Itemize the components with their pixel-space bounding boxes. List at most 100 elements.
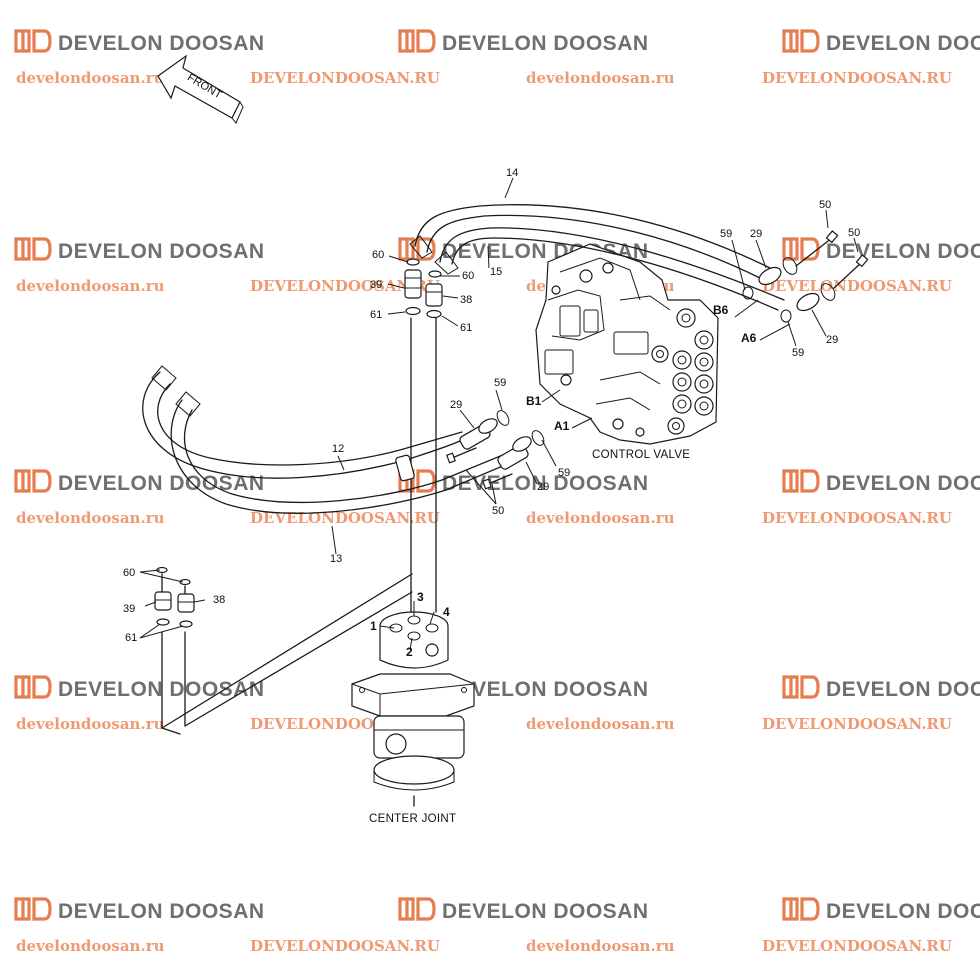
label-50-top: 50 xyxy=(819,199,831,211)
watermark-logo: DEVELON DOOSAN xyxy=(782,675,980,701)
port-label-3: 3 xyxy=(417,590,424,604)
flange-clamp-b6 xyxy=(742,257,798,300)
watermark-brand: DEVELON DOOSAN xyxy=(442,32,649,55)
label-13: 13 xyxy=(330,553,342,565)
watermark-brand: DEVELON DOOSAN xyxy=(826,472,980,495)
label-29-a1: 29 xyxy=(537,481,549,493)
watermark-brand: DEVELON DOOSAN xyxy=(58,472,265,495)
watermark-brand: DEVELON DOOSAN xyxy=(826,900,980,923)
port-label-b1: B1 xyxy=(526,394,542,408)
watermark-brand: DEVELON DOOSAN xyxy=(442,678,649,701)
watermark-logo: DEVELON DOOSAN xyxy=(398,469,648,495)
label-60-upper-left: 60 xyxy=(372,249,384,261)
port-label-b6: B6 xyxy=(713,303,729,317)
hose-12 xyxy=(142,365,463,482)
fitting-group-left xyxy=(154,566,195,628)
watermark-url: develondoosan.ru xyxy=(526,69,675,87)
watermark-url: DEVELONDOOSAN.RU xyxy=(762,715,952,733)
label-61-upper-right: 61 xyxy=(460,322,472,334)
watermark-logo: DEVELON DOOSAN xyxy=(14,469,265,495)
label-15: 15 xyxy=(490,266,502,278)
port-label-a1: A1 xyxy=(554,419,570,433)
watermark-logo: DEVELON DOOSAN xyxy=(14,675,265,701)
watermark-brand: DEVELON DOOSAN xyxy=(442,900,649,923)
watermark-url: develondoosan.ru xyxy=(16,277,165,295)
label-50-lower: 50 xyxy=(492,505,504,517)
label-29-b6: 29 xyxy=(750,228,762,240)
watermark-url: develondoosan.ru xyxy=(16,509,165,527)
label-29-b1: 29 xyxy=(450,399,462,411)
label-61-left: 61 xyxy=(125,632,137,644)
watermark-logo: DEVELON DOOSAN xyxy=(782,897,980,923)
flange-clamp-a6 xyxy=(780,283,836,323)
bolt-pair-lower xyxy=(446,447,513,490)
port-label-2: 2 xyxy=(406,645,413,659)
label-59-b1: 59 xyxy=(494,377,506,389)
watermark-brand: DEVELON DOOSAN xyxy=(58,678,265,701)
watermark-logo: DEVELON DOOSAN xyxy=(14,897,265,923)
label-59-a1: 59 xyxy=(558,467,570,479)
part-number-labels: 14 15 60 60 39 38 61 61 50 50 59 29 59 2… xyxy=(123,167,860,644)
label-60-left: 60 xyxy=(123,567,135,579)
watermark-brand: DEVELON DOOSAN xyxy=(58,240,265,263)
flange-clamp-a1 xyxy=(497,430,545,470)
watermark-logo: DEVELON DOOSAN xyxy=(398,29,649,55)
label-38-left: 38 xyxy=(213,594,225,606)
watermark-logo: DEVELON DOOSAN xyxy=(398,897,649,923)
label-12: 12 xyxy=(332,443,344,455)
label-60-upper-right: 60 xyxy=(462,270,474,282)
label-38-upper: 38 xyxy=(460,294,472,306)
center-joint-assembly: CENTER JOINT xyxy=(351,611,475,825)
watermark-brand: DEVELON DOOSAN xyxy=(826,678,980,701)
watermark-url: DEVELONDOOSAN.RU xyxy=(762,69,952,87)
hose-15 xyxy=(434,227,785,311)
flange-clamp-b1 xyxy=(459,410,510,450)
watermark-logo: DEVELON DOOSAN xyxy=(14,237,265,263)
watermark-url: develondoosan.ru xyxy=(16,69,165,87)
watermark-brand: DEVELON DOOSAN xyxy=(826,240,980,263)
control-valve-assembly: CONTROL VALVE xyxy=(535,243,719,461)
fitting-group-upper xyxy=(404,258,443,319)
label-59-b6: 59 xyxy=(720,228,732,240)
port-labels: B6 A6 B1 A1 1 2 3 4 xyxy=(370,303,757,659)
label-39-left: 39 xyxy=(123,603,135,615)
label-14: 14 xyxy=(506,167,518,179)
watermark-url: develondoosan.ru xyxy=(16,937,165,955)
watermark-url: develondoosan.ru xyxy=(526,937,675,955)
label-39-upper: 39 xyxy=(370,279,382,291)
label-61-upper-left: 61 xyxy=(370,309,382,321)
watermark-url: DEVELONDOOSAN.RU xyxy=(762,509,952,527)
watermark-logo: DEVELON DOOSAN xyxy=(782,469,980,495)
watermark-url: develondoosan.ru xyxy=(16,715,165,733)
port-label-1: 1 xyxy=(370,619,377,633)
watermark-layer: DEVELON DOOSAN develondoosan.ru DEVELON … xyxy=(14,29,980,955)
hose-14 xyxy=(409,204,771,281)
watermark-url: DEVELONDOOSAN.RU xyxy=(250,937,440,955)
port-label-4: 4 xyxy=(443,605,450,619)
watermark-url: DEVELONDOOSAN.RU xyxy=(762,277,952,295)
watermark-url: develondoosan.ru xyxy=(526,715,675,733)
watermark-url: develondoosan.ru xyxy=(526,509,675,527)
control-valve-caption: CONTROL VALVE xyxy=(592,449,690,461)
spool-cap-column xyxy=(651,308,714,435)
watermark-url: DEVELONDOOSAN.RU xyxy=(250,69,440,87)
watermark-brand: DEVELON DOOSAN xyxy=(58,32,265,55)
watermark-url: DEVELONDOOSAN.RU xyxy=(762,937,952,955)
leader-lines xyxy=(139,177,859,651)
watermark-logo: DEVELON DOOSAN xyxy=(782,29,980,55)
label-29-a6: 29 xyxy=(826,334,838,346)
watermark-brand: DEVELON DOOSAN xyxy=(826,32,980,55)
watermark-logo: DEVELON DOOSAN xyxy=(14,29,265,55)
watermark-brand: DEVELON DOOSAN xyxy=(58,900,265,923)
center-joint-caption: CENTER JOINT xyxy=(369,813,456,825)
label-50-right: 50 xyxy=(848,227,860,239)
front-arrow-icon: FRONT xyxy=(157,54,244,124)
watermark-logo: DEVELON DOOSAN xyxy=(782,237,980,263)
vertical-pipes xyxy=(410,317,437,613)
label-59-a6: 59 xyxy=(792,347,804,359)
bolt-pair-upper xyxy=(795,230,869,289)
watermark-url: DEVELONDOOSAN.RU xyxy=(250,277,440,295)
port-label-a6: A6 xyxy=(741,331,757,345)
